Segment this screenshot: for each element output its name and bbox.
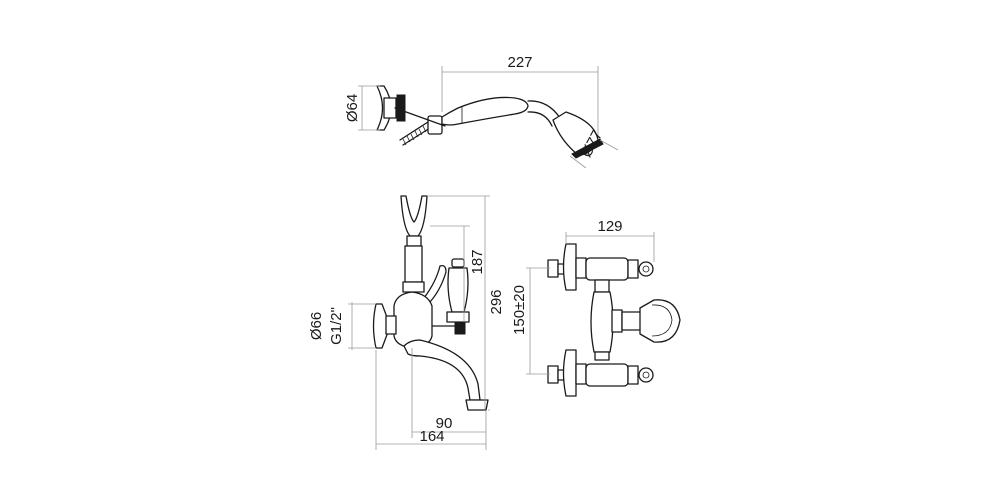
dim-227-line bbox=[441, 66, 599, 136]
hose-line bbox=[399, 121, 429, 141]
top-body-end bbox=[627, 259, 639, 279]
bottom-flange bbox=[562, 349, 577, 397]
dim-d66-line bbox=[348, 302, 376, 350]
top-flange bbox=[562, 243, 577, 291]
front-view: 129 150±20 bbox=[511, 218, 681, 397]
diverter-lever bbox=[423, 264, 447, 305]
bottom-body-end bbox=[627, 365, 639, 385]
top-body bbox=[585, 257, 629, 281]
column-ring bbox=[402, 281, 425, 293]
hose-ribs bbox=[402, 125, 427, 146]
fork-collar bbox=[406, 235, 422, 247]
top-collar bbox=[575, 257, 587, 279]
valve-body bbox=[393, 291, 433, 349]
shower-handle bbox=[441, 96, 529, 126]
holder-neck bbox=[383, 97, 397, 119]
dim-d64-line bbox=[358, 85, 380, 131]
dim-129-line bbox=[565, 232, 655, 262]
dim-d77-line bbox=[569, 139, 619, 169]
flange-connector bbox=[385, 315, 397, 335]
bottom-body bbox=[585, 363, 629, 387]
top-inlet-nut bbox=[547, 259, 559, 278]
dim-187-line bbox=[430, 225, 470, 322]
front-column bbox=[590, 291, 614, 353]
column-bottom bbox=[594, 351, 610, 361]
bottom-inlet-nut bbox=[547, 365, 559, 384]
side-view: 187 296 Ø66 G1/2" 90 164 bbox=[308, 195, 505, 450]
top-handle-circle bbox=[638, 261, 654, 277]
holder-arm bbox=[394, 107, 446, 127]
shower-neck bbox=[527, 100, 561, 119]
dim-150-label: 150±20 bbox=[511, 285, 528, 335]
dim-129-label: 129 bbox=[597, 218, 622, 235]
ceramic-handle bbox=[447, 267, 469, 313]
bottom-handle-inner bbox=[642, 371, 650, 379]
holder-ring bbox=[396, 94, 406, 122]
center-body bbox=[621, 311, 643, 331]
dim-296-line bbox=[427, 195, 490, 411]
bottom-handle-circle bbox=[638, 367, 654, 383]
handle-nut bbox=[454, 321, 466, 335]
dim-187-label: 187 bbox=[469, 249, 486, 274]
top-handle-inner bbox=[642, 265, 650, 273]
dim-227-label: 227 bbox=[507, 54, 532, 71]
dim-90-label: 90 bbox=[436, 415, 453, 432]
fork-holder bbox=[400, 195, 428, 237]
handle-cap bbox=[451, 258, 465, 268]
dim-90-line bbox=[411, 348, 487, 438]
bottom-collar bbox=[575, 363, 587, 385]
dim-d64-label: Ø64 bbox=[344, 94, 361, 122]
spout bbox=[403, 339, 481, 401]
hand-shower-view: 227 Ø64 Ø77 bbox=[344, 54, 619, 169]
dim-thread-label: G1/2" bbox=[328, 307, 345, 345]
center-lever bbox=[639, 299, 681, 343]
column-top bbox=[594, 279, 610, 293]
dim-d66-label: Ø66 bbox=[308, 312, 325, 340]
center-collar bbox=[611, 309, 623, 333]
hose-nut bbox=[427, 115, 443, 135]
dim-296-label: 296 bbox=[488, 289, 505, 314]
lever-inner bbox=[651, 304, 673, 337]
dim-164-label: 164 bbox=[419, 428, 444, 445]
shower-neck-2 bbox=[527, 111, 553, 127]
handle-base bbox=[446, 311, 470, 323]
dim-150-line bbox=[526, 267, 550, 375]
dim-164-line bbox=[375, 350, 487, 450]
shower-face bbox=[571, 138, 604, 159]
diverter-column bbox=[404, 245, 423, 283]
